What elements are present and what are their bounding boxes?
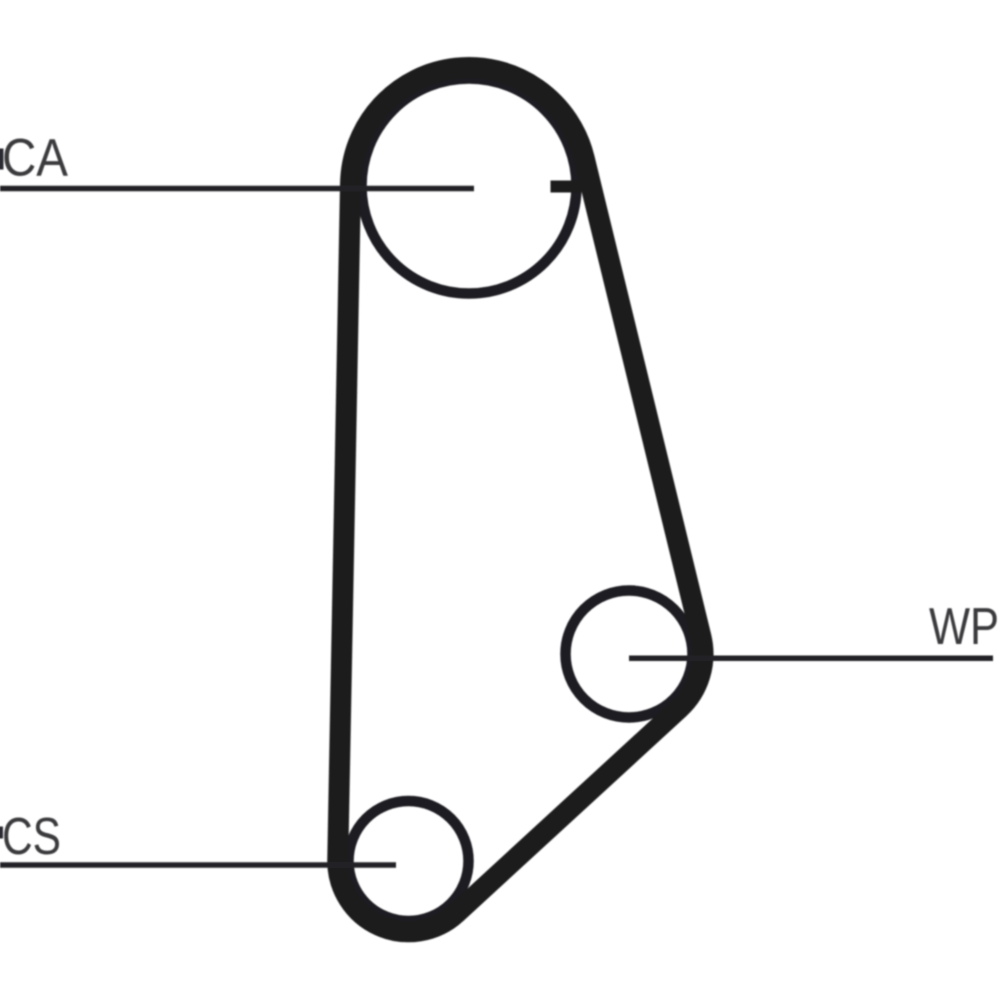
svg-text:CS: CS (2, 808, 61, 866)
svg-text:CA: CA (2, 129, 69, 188)
svg-text:WP: WP (929, 598, 999, 656)
